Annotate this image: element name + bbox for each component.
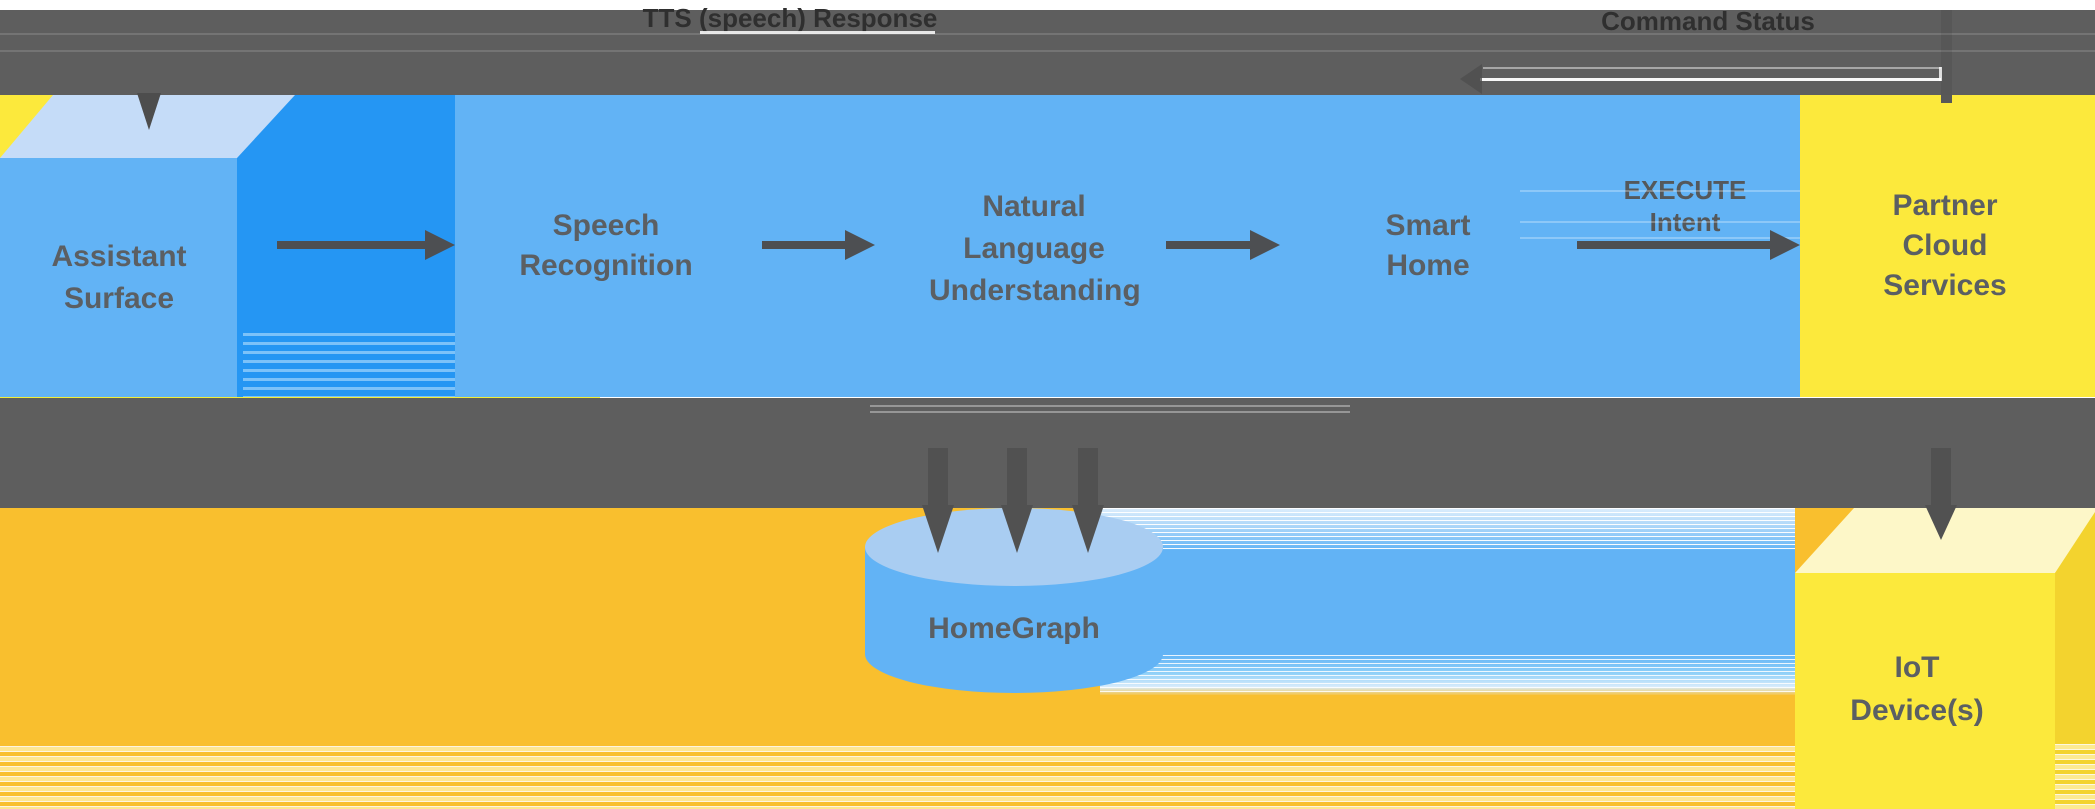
- scanline-artifact: [1520, 221, 1800, 223]
- arrow-shaft: [762, 241, 845, 249]
- label-line: Surface: [63, 282, 175, 315]
- scanline-artifact: [870, 405, 1350, 407]
- arrow-shaft: [1007, 448, 1027, 505]
- scanline-artifact: [0, 33, 2095, 35]
- arrow-down-icon: [1941, 95, 1952, 103]
- command-status-connector: [1941, 10, 1952, 95]
- label-line: Partner: [1892, 189, 1998, 222]
- arrow-down-icon: [922, 448, 954, 553]
- stripe-artifact-assistant-side: [243, 333, 455, 397]
- arrow-right-icon: [1577, 230, 1800, 260]
- scanline-artifact: [0, 50, 2095, 52]
- arrow-shaft: [1166, 241, 1250, 249]
- scanline-artifact: [1520, 237, 1800, 239]
- arrow-head: [425, 230, 455, 260]
- command-status-label: Command Status: [1601, 6, 1815, 36]
- assistant-surface-label: Assistant Surface: [29, 236, 209, 320]
- arrow-head: [1925, 505, 1957, 540]
- arrow-head: [922, 505, 954, 553]
- iot-device-box-front-face: [1795, 573, 2055, 809]
- arrow-joint: [1939, 67, 1942, 81]
- speech-recognition-label: Speech Recognition: [495, 206, 717, 286]
- scanline-artifact: [1520, 190, 1800, 192]
- underline-decoration: [700, 31, 935, 34]
- sync-band-bottom-stripes: [1100, 655, 1795, 695]
- arrow-head: [1072, 505, 1104, 553]
- arrow-head: [1250, 230, 1280, 260]
- arrow-shaft: [1931, 448, 1951, 505]
- label-line: Intent: [1649, 207, 1721, 237]
- arrow-head: [845, 230, 875, 260]
- arrow-down-icon: [1072, 448, 1104, 553]
- label-line: Services: [1883, 269, 2007, 302]
- arrow-shaft: [1480, 78, 1941, 81]
- arrow-shaft: [1078, 448, 1098, 505]
- arrow-shaft: [928, 448, 948, 505]
- homegraph-label: HomeGraph: [928, 612, 1100, 645]
- label-line: Assistant: [51, 240, 187, 273]
- arrow-head: [1001, 505, 1033, 553]
- scanline-artifact: [870, 411, 1350, 413]
- arrow-right-icon: [1166, 230, 1280, 260]
- arrow-shaft: [277, 241, 425, 249]
- partner-cloud-services-label: Partner Cloud Services: [1865, 186, 2025, 306]
- label-line: Device(s): [1850, 694, 1984, 727]
- google-pipeline-panel: [455, 95, 1800, 397]
- arrow-shaft: [1483, 67, 1941, 69]
- execute-intent-label: EXECUTE Intent: [1600, 174, 1770, 238]
- sync-band-top-stripes: [1100, 508, 1795, 550]
- label-line: EXECUTE: [1623, 175, 1747, 205]
- response-overlay-band-middle: [0, 398, 2095, 508]
- label-line: IoT: [1894, 651, 1940, 684]
- label-line: Language: [963, 232, 1105, 265]
- stripe-artifact-iot-side: [2055, 740, 2095, 809]
- stripe-artifact-bottom: [0, 742, 1795, 809]
- arrow-right-icon: [762, 230, 875, 260]
- label-line: Recognition: [519, 249, 693, 282]
- smart-home-label: Smart Home: [1358, 206, 1498, 286]
- label-line: Natural: [982, 190, 1086, 223]
- arrow-down-icon: [1001, 448, 1033, 553]
- label-line: Speech: [552, 209, 660, 242]
- label-line: Smart: [1385, 209, 1471, 242]
- label-line: Cloud: [1902, 229, 1988, 262]
- arrow-left-icon: [1460, 64, 1482, 94]
- tts-response-label: TTS (speech) Response: [642, 3, 938, 33]
- arrow-shaft: [1577, 241, 1770, 249]
- label-line: Home: [1386, 249, 1470, 282]
- iot-devices-label: IoT Device(s): [1842, 646, 1992, 732]
- arrow-head: [1770, 230, 1800, 260]
- arrow-right-icon: [277, 230, 455, 260]
- assistant-surface-box-front-face: [0, 158, 237, 397]
- partner-cloud-services-box: [1800, 95, 2095, 397]
- label-line: Understanding: [929, 274, 1141, 307]
- sync-band: [1100, 550, 1795, 655]
- arrow-down-icon: [137, 93, 161, 130]
- natural-language-understanding-label: Natural Language Understanding: [929, 186, 1141, 312]
- arrow-down-icon: [1925, 448, 1957, 540]
